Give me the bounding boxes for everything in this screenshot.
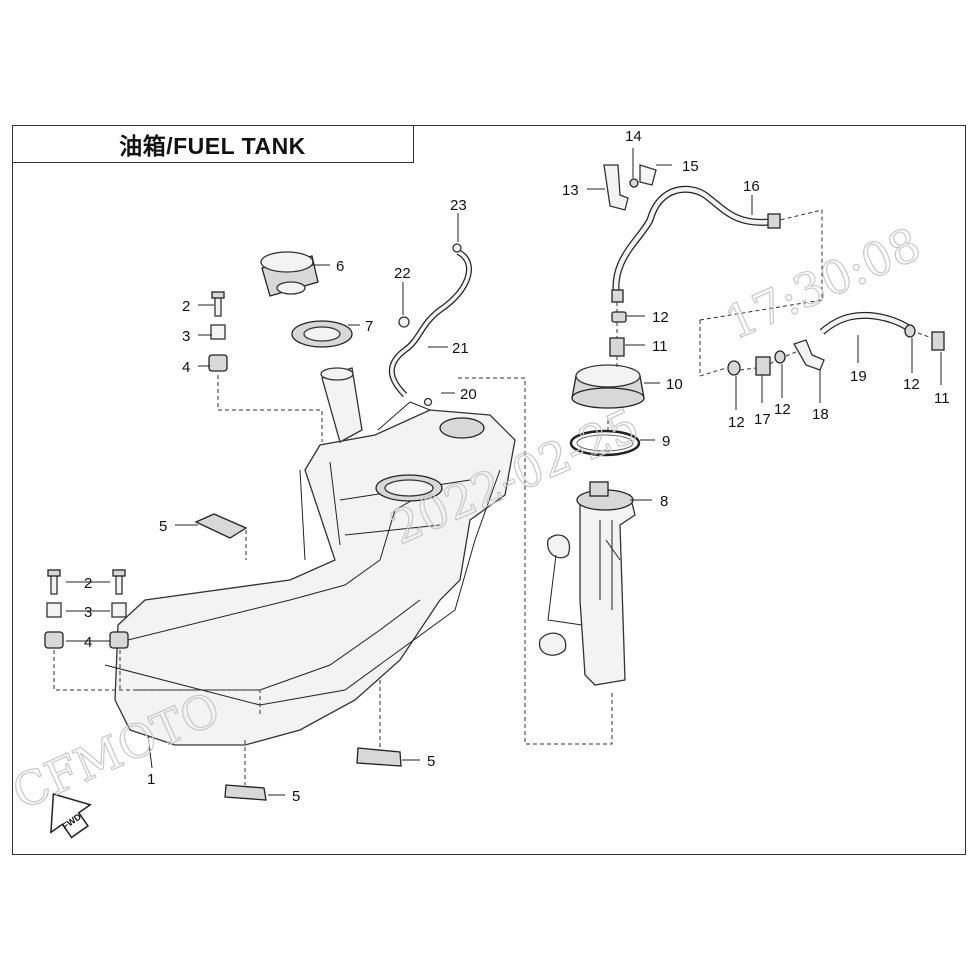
callout-1: 1: [147, 771, 155, 788]
callout-21: 21: [452, 340, 469, 357]
rubber-pad-top: [194, 513, 248, 539]
cap-gasket: [291, 320, 353, 348]
callout-7: 7: [365, 318, 373, 335]
pump-gasket: [569, 429, 641, 457]
callout-11-right: 11: [934, 390, 950, 407]
vent-hose: [377, 243, 472, 431]
callout-12-right: 12: [903, 376, 920, 393]
callout-5-top: 5: [159, 518, 167, 535]
callout-17: 17: [754, 411, 771, 428]
callout-20: 20: [460, 386, 477, 403]
clamp-upper: [611, 311, 627, 323]
return-hose-assembly: [727, 311, 945, 376]
bolt-stack-upper: [208, 291, 228, 372]
bolt-stack-right: [109, 569, 129, 649]
fwd-arrow-icon: FWD: [50, 792, 92, 839]
callout-2-lower: 2: [84, 575, 92, 592]
rubber-pad-bottom-right: [356, 747, 402, 767]
callout-6: 6: [336, 258, 344, 275]
callout-labels: 1 2 2 3 3 4 4 5 5 5 6 7 8 9 10 11 11 12 …: [84, 128, 950, 805]
diagram-title: 油箱/FUEL TANK: [119, 132, 306, 159]
assembly-guides: [53, 209, 933, 785]
callout-12-left: 12: [728, 414, 745, 431]
callout-3-lower: 3: [84, 604, 92, 621]
callout-16: 16: [743, 178, 760, 195]
callout-8: 8: [660, 493, 668, 510]
callout-12-center: 12: [652, 309, 669, 326]
callout-4-lower: 4: [84, 634, 92, 651]
diagram-frame: [12, 125, 966, 855]
callout-22: 22: [394, 265, 411, 282]
fitting-upper: [609, 337, 625, 357]
callout-13: 13: [562, 182, 579, 199]
callout-15: 15: [682, 158, 699, 175]
rubber-pad-bottom-left: [224, 784, 267, 801]
callout-18: 18: [812, 406, 829, 423]
title-box: 油箱/FUEL TANK: [12, 125, 414, 163]
callout-5-bottom-right: 5: [427, 753, 435, 770]
callout-3-upper: 3: [182, 328, 190, 345]
callout-leaders: [66, 148, 942, 796]
callout-9: 9: [662, 433, 670, 450]
callout-2-upper: 2: [182, 298, 190, 315]
filler-neck: [320, 367, 363, 443]
bolt-stack-left: [44, 569, 64, 649]
callout-4-upper: 4: [182, 359, 190, 376]
callout-5-bottom-left: 5: [292, 788, 300, 805]
callout-12-mid: 12: [774, 401, 791, 418]
callout-23: 23: [450, 197, 467, 214]
callout-19: 19: [850, 368, 867, 385]
callout-10: 10: [666, 376, 683, 393]
fuel-pump-assembly: [538, 481, 636, 686]
pump-lock-ring: [571, 364, 645, 409]
callout-11-center: 11: [652, 338, 668, 355]
fuel-hose-upper: [611, 185, 781, 303]
watermark: CFMOTO 2022-02-25 17:30:08: [4, 216, 929, 821]
fuel-cap: [260, 251, 319, 297]
hose-bracket: [603, 164, 657, 211]
fuel-tank-body: [104, 409, 516, 746]
callout-14: 14: [625, 128, 642, 145]
